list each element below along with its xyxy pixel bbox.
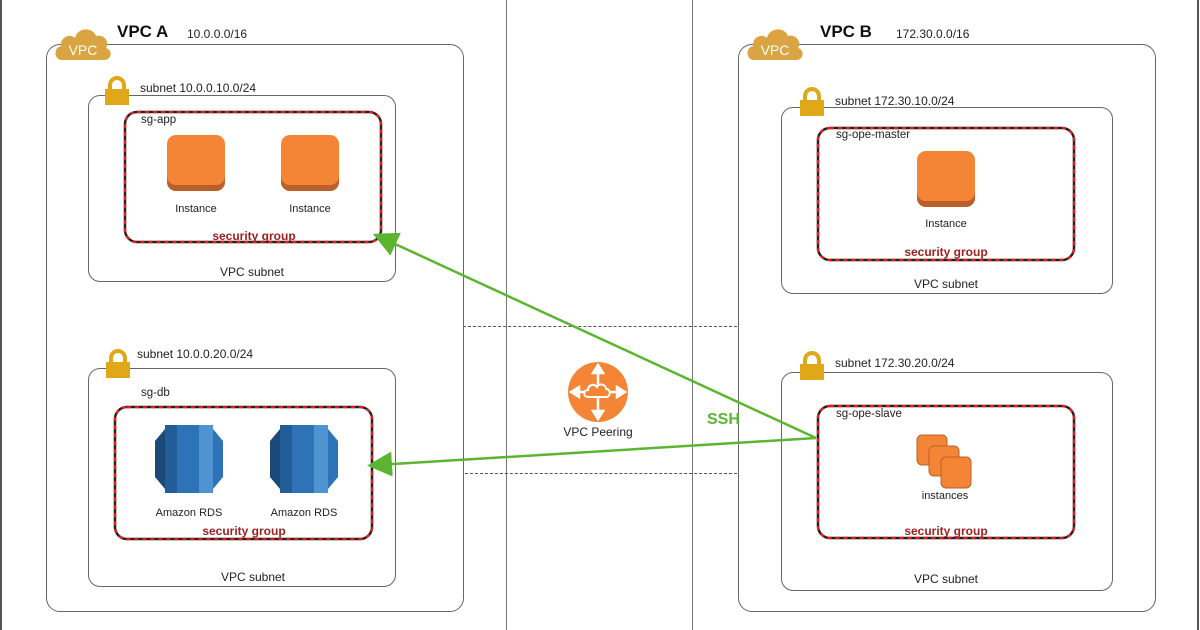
vpc-cloud-icon: VPC	[747, 29, 803, 60]
security-group-name: sg-ope-slave	[836, 408, 902, 420]
frame-divider-right	[692, 0, 693, 630]
security-group-name: sg-ope-master	[836, 129, 911, 141]
security-group-sg-ope-slave	[816, 404, 1076, 540]
vpc-peering-label: VPC Peering	[563, 425, 633, 439]
security-group-name: sg-db	[141, 387, 170, 399]
resource-label: instances	[921, 490, 969, 502]
rds-icon	[270, 425, 338, 493]
security-group-sg-ope-master	[816, 126, 1076, 262]
frame-right-border	[1197, 0, 1199, 630]
lock-icon	[800, 87, 824, 116]
vpc-b-title: VPC B	[820, 22, 872, 41]
security-group-caption: security group	[202, 524, 286, 538]
vpc-cloud-icon: VPC	[55, 29, 111, 60]
security-group-sg-app	[123, 110, 383, 244]
subnet-boundary	[88, 368, 396, 587]
vpc-peering-icon	[568, 362, 628, 422]
vpc-a-boundary	[46, 44, 464, 612]
subnet-label: subnet 172.30.20.0/24	[835, 356, 955, 370]
ec2-instance-icon	[281, 135, 339, 191]
subnet-boundary	[88, 95, 396, 282]
security-group-caption: security group	[212, 229, 296, 243]
vpc-b-cidr: 172.30.0.0/16	[896, 27, 970, 41]
subnet-label: subnet 172.30.10.0/24	[835, 94, 955, 108]
security-group-caption: security group	[904, 524, 988, 538]
subnet-caption: VPC subnet	[219, 265, 285, 279]
peering-corridor-bottom	[465, 473, 737, 474]
resource-label: Instance	[175, 203, 217, 215]
resource-label: Instance	[289, 203, 331, 215]
resource-label: Instance	[925, 218, 967, 230]
vpc-b-badge: VPC	[761, 42, 790, 58]
ec2-instance-icon	[167, 135, 225, 191]
vpc-a-badge: VPC	[69, 42, 98, 58]
peering-corridor-top	[463, 326, 737, 327]
vpc-a-title: VPC A	[117, 22, 169, 41]
subnet-boundary	[781, 107, 1113, 294]
lock-icon	[106, 349, 130, 378]
security-group-name: sg-app	[141, 114, 177, 126]
frame-divider-left	[506, 0, 507, 630]
subnet-caption: VPC subnet	[220, 570, 286, 584]
subnet-boundary	[781, 372, 1113, 591]
subnet-label: subnet 10.0.0.20.0/24	[137, 347, 254, 361]
ssh-arrow-to-sg-db	[367, 436, 817, 477]
subnet-label: subnet 10.0.0.10.0/24	[140, 81, 257, 95]
ec2-instance-icon	[917, 151, 975, 207]
lock-icon	[800, 351, 824, 380]
subnet-caption: VPC subnet	[913, 277, 979, 291]
subnet-caption: VPC subnet	[913, 572, 979, 586]
lock-icon	[105, 76, 129, 105]
frame-left-border	[0, 0, 2, 630]
ec2-instances-icon	[916, 434, 972, 489]
security-group-caption: security group	[904, 245, 988, 259]
vpc-b-boundary	[738, 44, 1156, 612]
rds-icon	[155, 425, 223, 493]
resource-label: Amazon RDS	[270, 507, 338, 519]
vpc-a-cidr: 10.0.0.0/16	[187, 27, 248, 41]
ssh-label: SSH	[707, 411, 740, 428]
ssh-arrow-to-sg-app	[372, 232, 817, 440]
resource-label: Amazon RDS	[155, 507, 223, 519]
